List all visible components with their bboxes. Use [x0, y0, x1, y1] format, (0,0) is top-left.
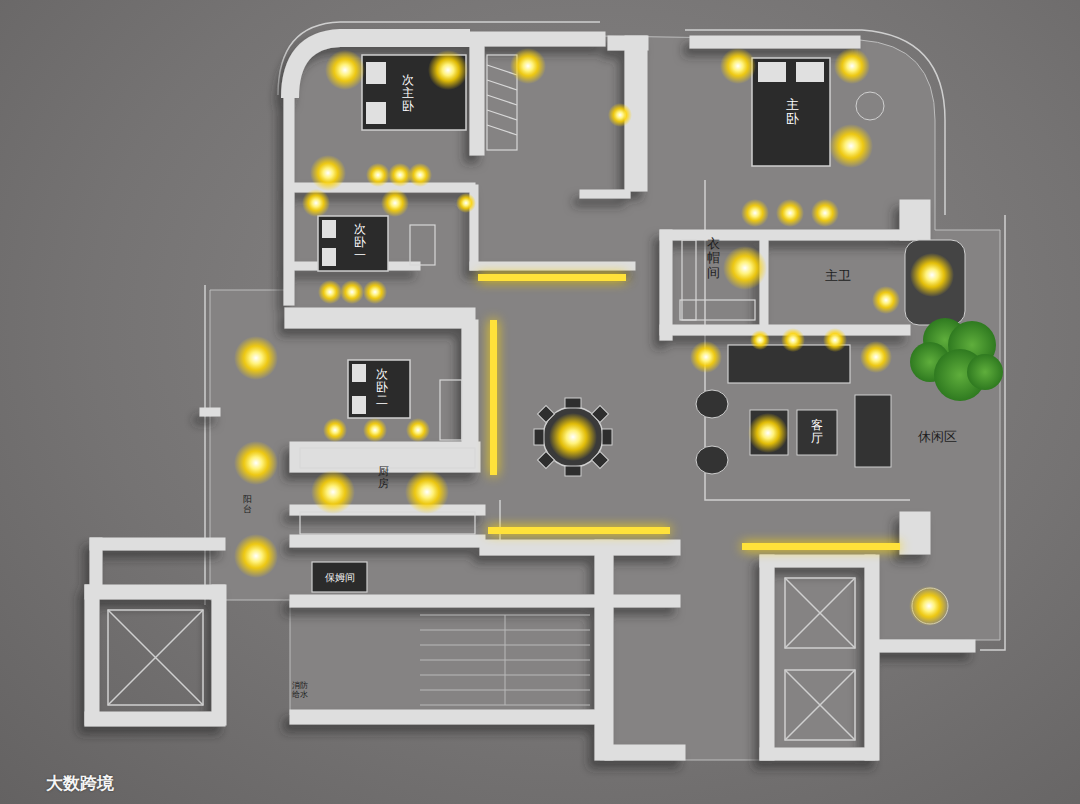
room-label: 次主卧 — [402, 74, 414, 114]
light-spot — [406, 418, 430, 442]
light-spot — [234, 336, 278, 380]
light-spot — [781, 328, 805, 352]
tree — [910, 318, 1003, 401]
light-spot — [872, 286, 900, 314]
light-spot — [428, 50, 468, 90]
light-spot — [340, 280, 364, 304]
light-spot — [811, 199, 839, 227]
light-spot — [302, 189, 330, 217]
light-spot — [510, 48, 546, 84]
light-spot — [311, 470, 355, 514]
wardrobes — [300, 55, 755, 534]
light-strips — [478, 274, 900, 550]
room-label: 阳台 — [243, 495, 252, 515]
walls — [85, 32, 975, 760]
room-label: 保姆间 — [325, 571, 355, 585]
light-spot — [741, 199, 769, 227]
light-spot — [776, 199, 804, 227]
room-label: 衣帽间 — [707, 237, 720, 280]
light-spot — [608, 103, 632, 127]
light-spot — [860, 341, 892, 373]
light-spot — [909, 586, 949, 626]
light-spot — [234, 534, 278, 578]
watermark: 大数跨境 — [46, 772, 114, 795]
elevators — [108, 578, 855, 740]
light-spot — [748, 413, 788, 453]
light-spot — [910, 253, 954, 297]
light-spot — [405, 470, 449, 514]
light-spot — [456, 193, 476, 213]
stairs — [420, 615, 590, 705]
light-spot — [381, 189, 409, 217]
light-spot — [720, 48, 756, 84]
room-label: 厨房 — [378, 466, 389, 490]
light-spot — [363, 418, 387, 442]
light-spot — [234, 441, 278, 485]
room-label: 休闲区 — [918, 428, 957, 446]
room-label: 消防给水 — [291, 681, 309, 699]
light-spot — [366, 163, 390, 187]
room-label: 次卧二 — [376, 368, 388, 408]
light-spot — [834, 48, 870, 84]
light-spot — [408, 163, 432, 187]
light-spot — [363, 280, 387, 304]
room-label: 次卧一 — [354, 223, 366, 263]
room-label: 客厅 — [811, 419, 823, 445]
furniture — [534, 92, 965, 624]
light-spot — [723, 246, 767, 290]
light-spot — [323, 418, 347, 442]
light-spot — [318, 280, 342, 304]
light-spot — [325, 50, 365, 90]
floor — [210, 32, 1000, 760]
light-spot — [829, 124, 873, 168]
light-spot — [549, 413, 597, 461]
room-label: 主卫 — [825, 267, 851, 285]
light-spot — [750, 330, 770, 350]
beds — [312, 55, 830, 592]
room-label: 主卧 — [786, 98, 799, 127]
light-spot — [690, 341, 722, 373]
light-spot — [823, 328, 847, 352]
light-spot — [310, 155, 346, 191]
